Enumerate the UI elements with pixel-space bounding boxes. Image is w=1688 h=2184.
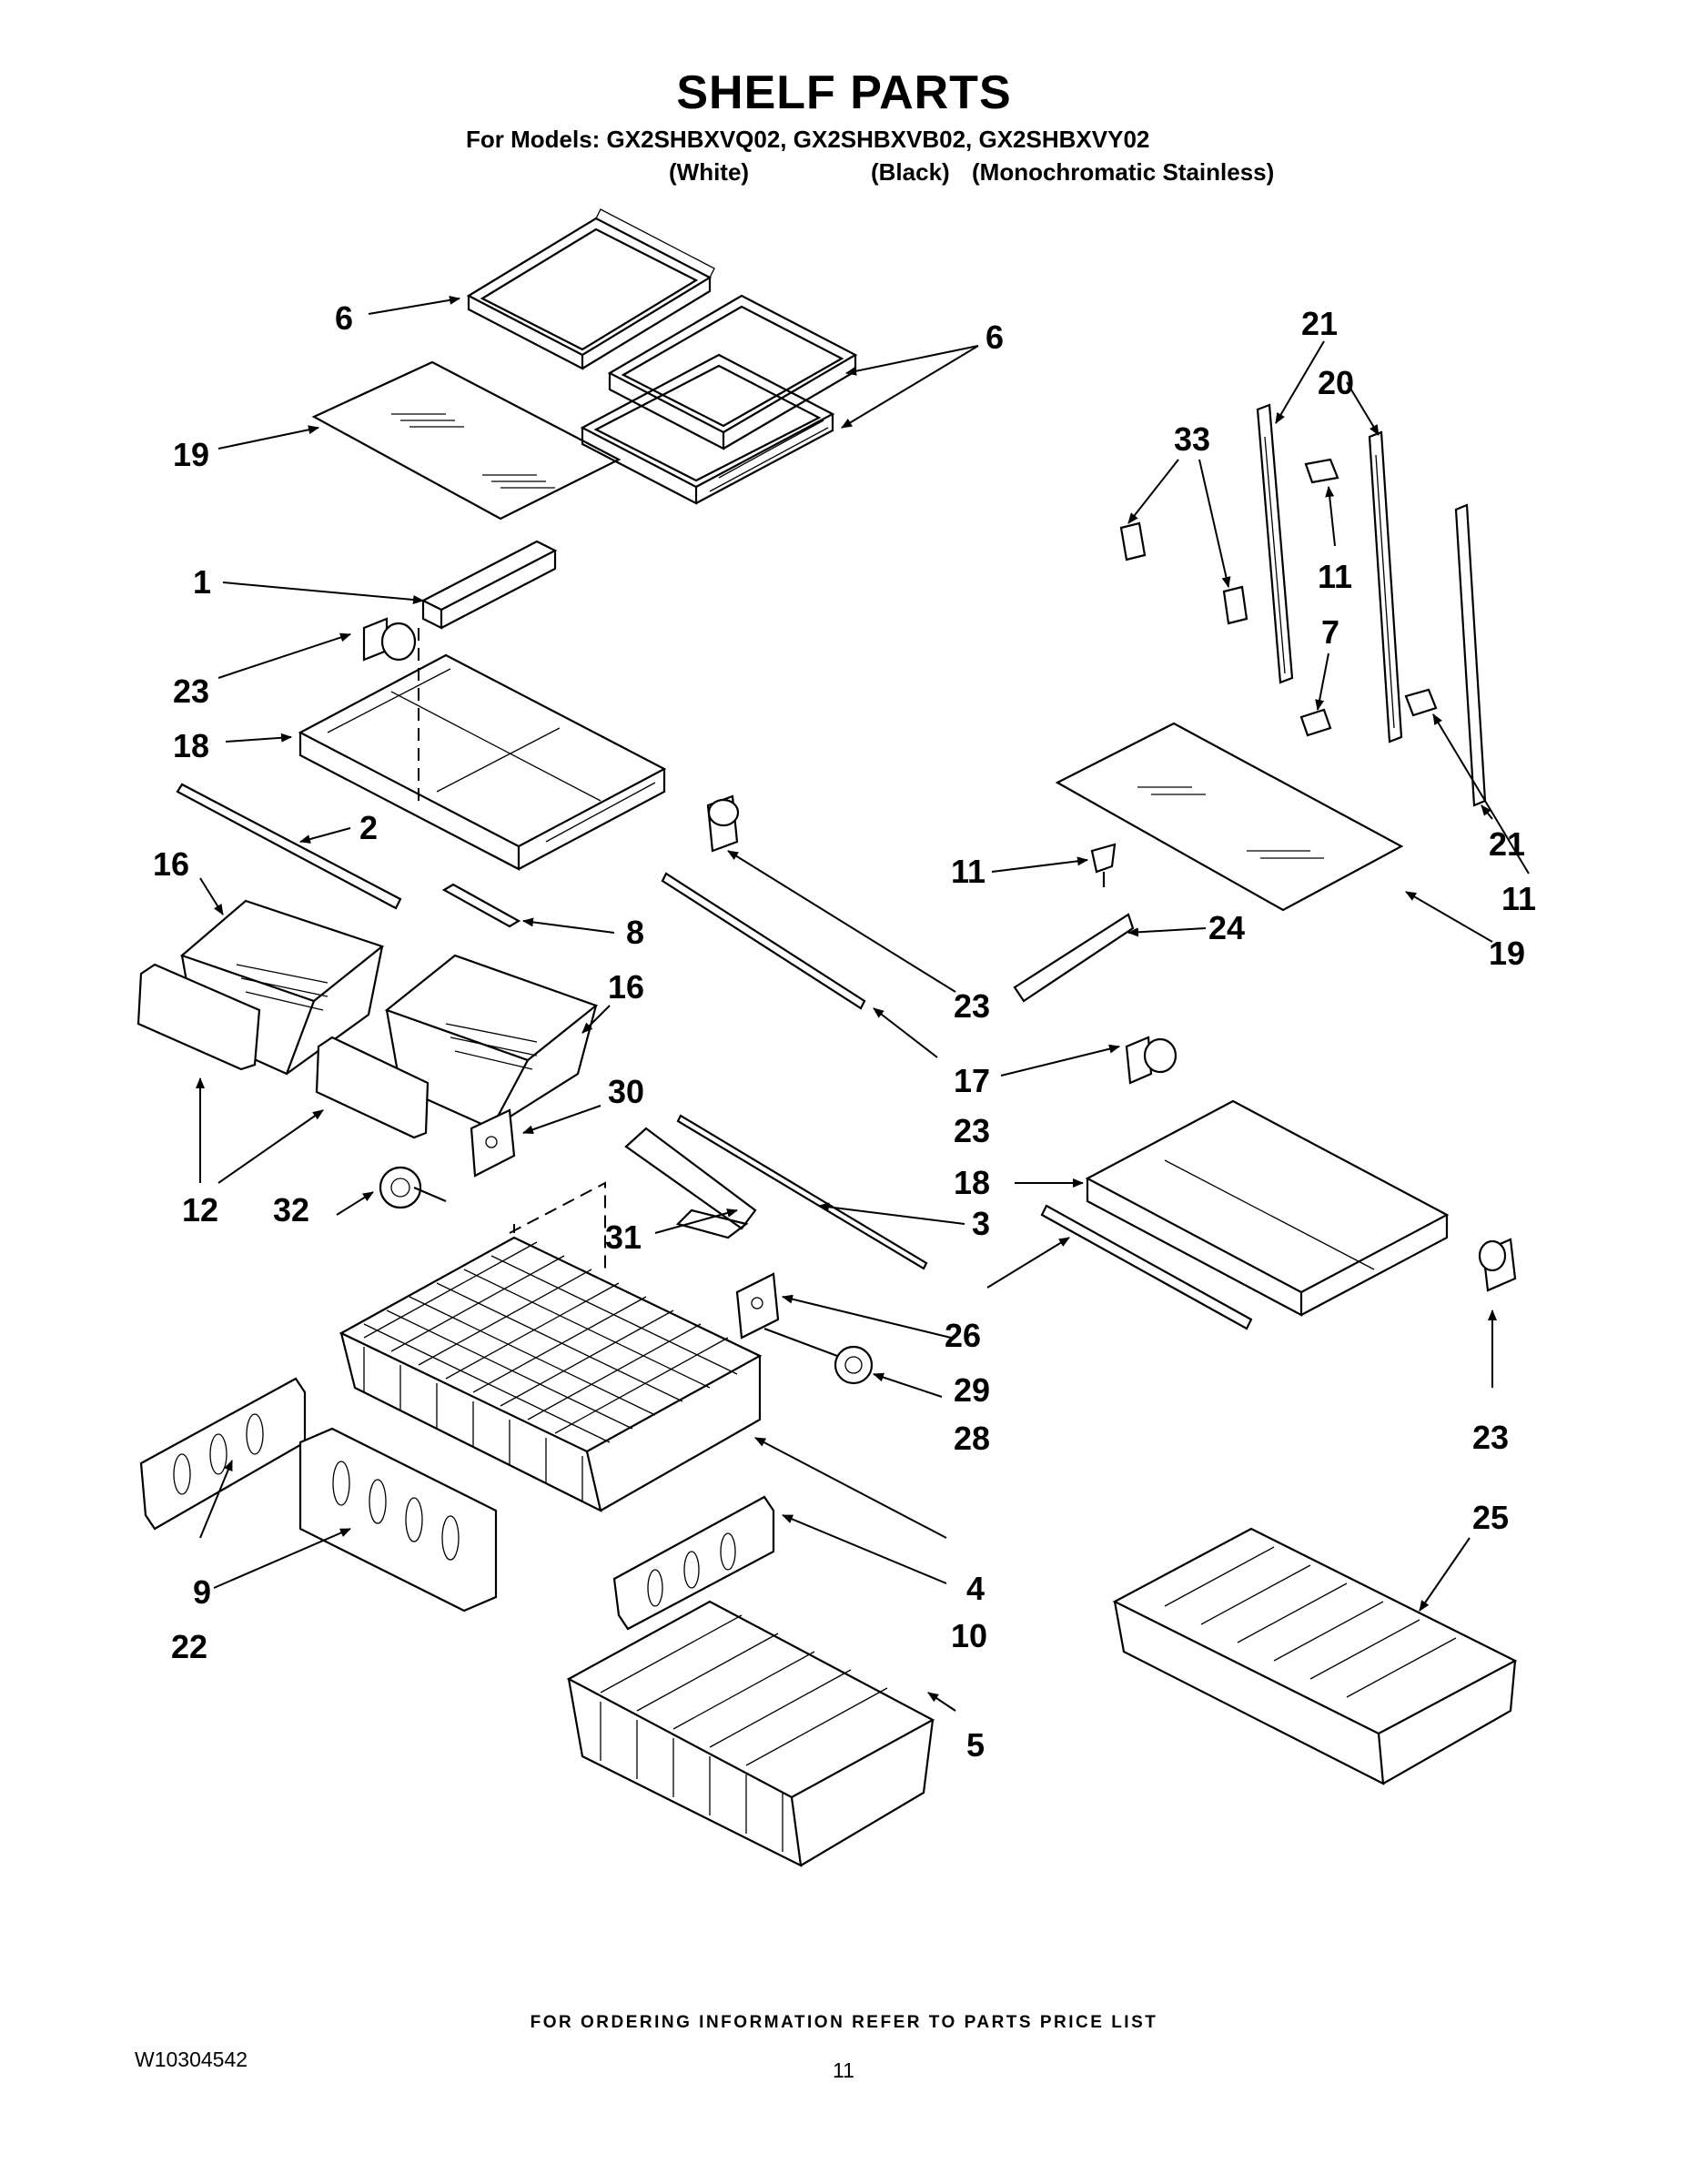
part-drawer-frame-left: [298, 653, 667, 871]
part-screw-11-b: [1404, 688, 1438, 717]
callout-12: 12: [182, 1191, 218, 1228]
part-cap-23-b: [706, 794, 740, 853]
callout-30: 30: [608, 1073, 644, 1110]
part-bracket-29: [735, 1272, 780, 1340]
callout-33: 33: [1174, 420, 1210, 458]
page-number: 11: [833, 2058, 854, 2082]
callout-23-a: 23: [173, 672, 209, 710]
part-crisper-bin-left: [179, 899, 385, 1076]
callout-11-b: 11: [1501, 880, 1536, 917]
callout-labels: 6 6 19 1 23 18 2 16 8 16 30 12 32 31 3 2…: [153, 299, 1536, 1764]
variant-black: (Black): [871, 158, 950, 186]
callout-8: 8: [626, 914, 644, 951]
document-number: W10304542: [135, 2048, 248, 2071]
part-clip-33-b: [1222, 585, 1248, 625]
part-clip: [441, 883, 521, 928]
callout-26: 26: [945, 1317, 981, 1354]
callout-5: 5: [966, 1726, 985, 1764]
callout-16-right: 16: [608, 968, 644, 1006]
callout-18-right: 18: [954, 1164, 990, 1201]
part-trim-strip: [176, 783, 402, 910]
part-bin-handles: [136, 963, 430, 1139]
callout-11-c: 11: [951, 853, 986, 890]
callout-2: 2: [359, 809, 378, 846]
part-divider-9: [139, 1377, 307, 1531]
part-glass-shelf-left: [311, 360, 622, 521]
part-wire-basket-main: [339, 1236, 763, 1513]
part-rod-3: [676, 1114, 928, 1270]
part-glass-shelf-right: [1055, 722, 1404, 912]
part-rail: [420, 540, 558, 630]
part-shelf-standard-20: [1368, 430, 1403, 743]
callout-17: 17: [954, 1062, 990, 1099]
callout-19-left: 19: [173, 436, 209, 473]
part-cap-23-d: [1478, 1238, 1517, 1292]
callout-31: 31: [605, 1218, 642, 1256]
part-shelf-frames-stacked: [580, 294, 858, 505]
part-pan-25: [1112, 1527, 1518, 1785]
part-crisper-bin-right: [384, 954, 599, 1130]
page-title: SHELF PARTS: [676, 66, 1012, 119]
part-trim-26: [1040, 1204, 1253, 1330]
callout-7: 7: [1321, 613, 1339, 651]
part-divider-22: [298, 1427, 498, 1613]
callout-10: 10: [951, 1617, 987, 1654]
part-divider-10: [612, 1495, 775, 1631]
leader-lines: [196, 295, 1530, 1712]
callout-6-top-right: 6: [986, 318, 1004, 356]
ordering-note: FOR ORDERING INFORMATION REFER TO PARTS …: [530, 2013, 1158, 2032]
callout-32: 32: [273, 1191, 309, 1228]
part-bracket-30: [470, 1108, 516, 1178]
part-slide-arm: [624, 1127, 757, 1239]
callout-1: 1: [193, 563, 211, 601]
part-cap-23-a: [362, 617, 417, 662]
models-line: For Models: GX2SHBXVQ02, GX2SHBXVB02, GX…: [466, 126, 1150, 153]
callout-6-top-left: 6: [335, 299, 353, 337]
part-long-rod: [661, 872, 866, 1010]
callout-23-d: 23: [1472, 1419, 1509, 1456]
callout-25: 25: [1472, 1499, 1509, 1536]
part-clip-33-a: [1119, 521, 1147, 561]
callout-21-top: 21: [1301, 305, 1338, 342]
callout-22: 22: [171, 1628, 207, 1665]
part-gear-32: [379, 1166, 447, 1209]
callout-4: 4: [966, 1570, 985, 1607]
part-gear-28: [763, 1327, 874, 1385]
callout-29: 29: [954, 1371, 990, 1409]
variant-white: (White): [669, 158, 750, 186]
part-wire-basket-lower: [566, 1600, 935, 1867]
callout-20: 20: [1318, 364, 1354, 401]
callout-23-c: 23: [954, 1112, 990, 1149]
part-drawer-frame-right: [1085, 1099, 1450, 1317]
callout-3: 3: [972, 1205, 990, 1242]
part-shelf-standard-21-left: [1256, 403, 1294, 684]
part-screw-7: [1299, 708, 1332, 737]
callout-28: 28: [954, 1420, 990, 1457]
callout-19-right: 19: [1489, 935, 1525, 972]
callout-24: 24: [1208, 909, 1245, 946]
part-shelf-frame-top-left: [466, 208, 715, 370]
callout-18-left: 18: [173, 727, 209, 764]
part-screw-11-c: [1090, 843, 1117, 887]
part-screw-11-a: [1304, 458, 1339, 484]
callout-16-left: 16: [153, 845, 189, 883]
callout-21-right: 21: [1489, 825, 1525, 863]
part-cap-23-c: [1125, 1036, 1178, 1085]
variant-stainless: (Monochromatic Stainless): [972, 158, 1275, 186]
callout-11-a: 11: [1318, 558, 1352, 595]
callout-9: 9: [193, 1573, 211, 1611]
part-bracket-24: [1013, 913, 1135, 1003]
callout-23-b: 23: [954, 987, 990, 1025]
